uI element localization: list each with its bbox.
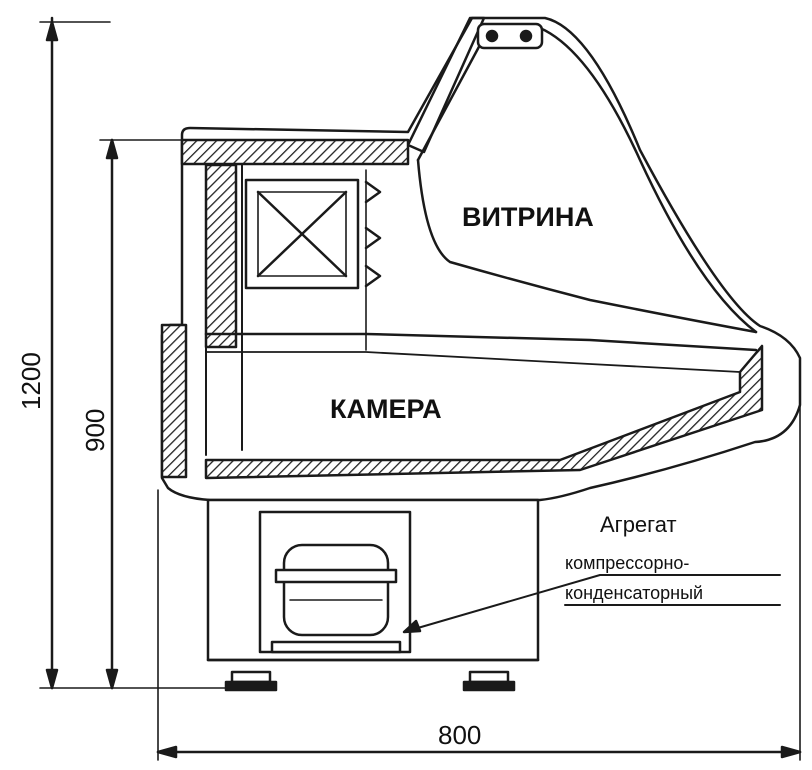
unit-leader-line [403, 574, 781, 633]
back-wall [204, 163, 238, 349]
top-shelf [180, 138, 410, 166]
case-outer-contour [160, 16, 802, 502]
chamber-label: КАМЕРА [330, 394, 442, 424]
unit-label-line1: Агрегат [600, 512, 677, 537]
display-inner-curve [416, 158, 758, 334]
dimension-1200-label: 1200 [16, 352, 46, 410]
evaporator-box [244, 178, 360, 290]
vent-zigzag [364, 180, 382, 288]
feet [206, 658, 540, 692]
height-dimension-1200 [39, 16, 251, 690]
side-panel [160, 323, 188, 479]
unit-label-line3: конденсаторный [565, 583, 703, 603]
display-glass-curve [416, 26, 758, 334]
height-dimension-900 [99, 138, 186, 690]
dimension-900-label: 900 [80, 409, 110, 452]
chamber-floor [204, 344, 764, 480]
unit-label-line2: компрессорно- [565, 553, 689, 573]
dimension-800-label: 800 [438, 720, 481, 750]
compressor-unit [270, 543, 402, 654]
display-label: ВИТРИНА [462, 202, 594, 232]
display-floor-line [204, 332, 758, 352]
depth-dimension-800 [156, 359, 802, 761]
glass-lid-frame [406, 16, 486, 154]
